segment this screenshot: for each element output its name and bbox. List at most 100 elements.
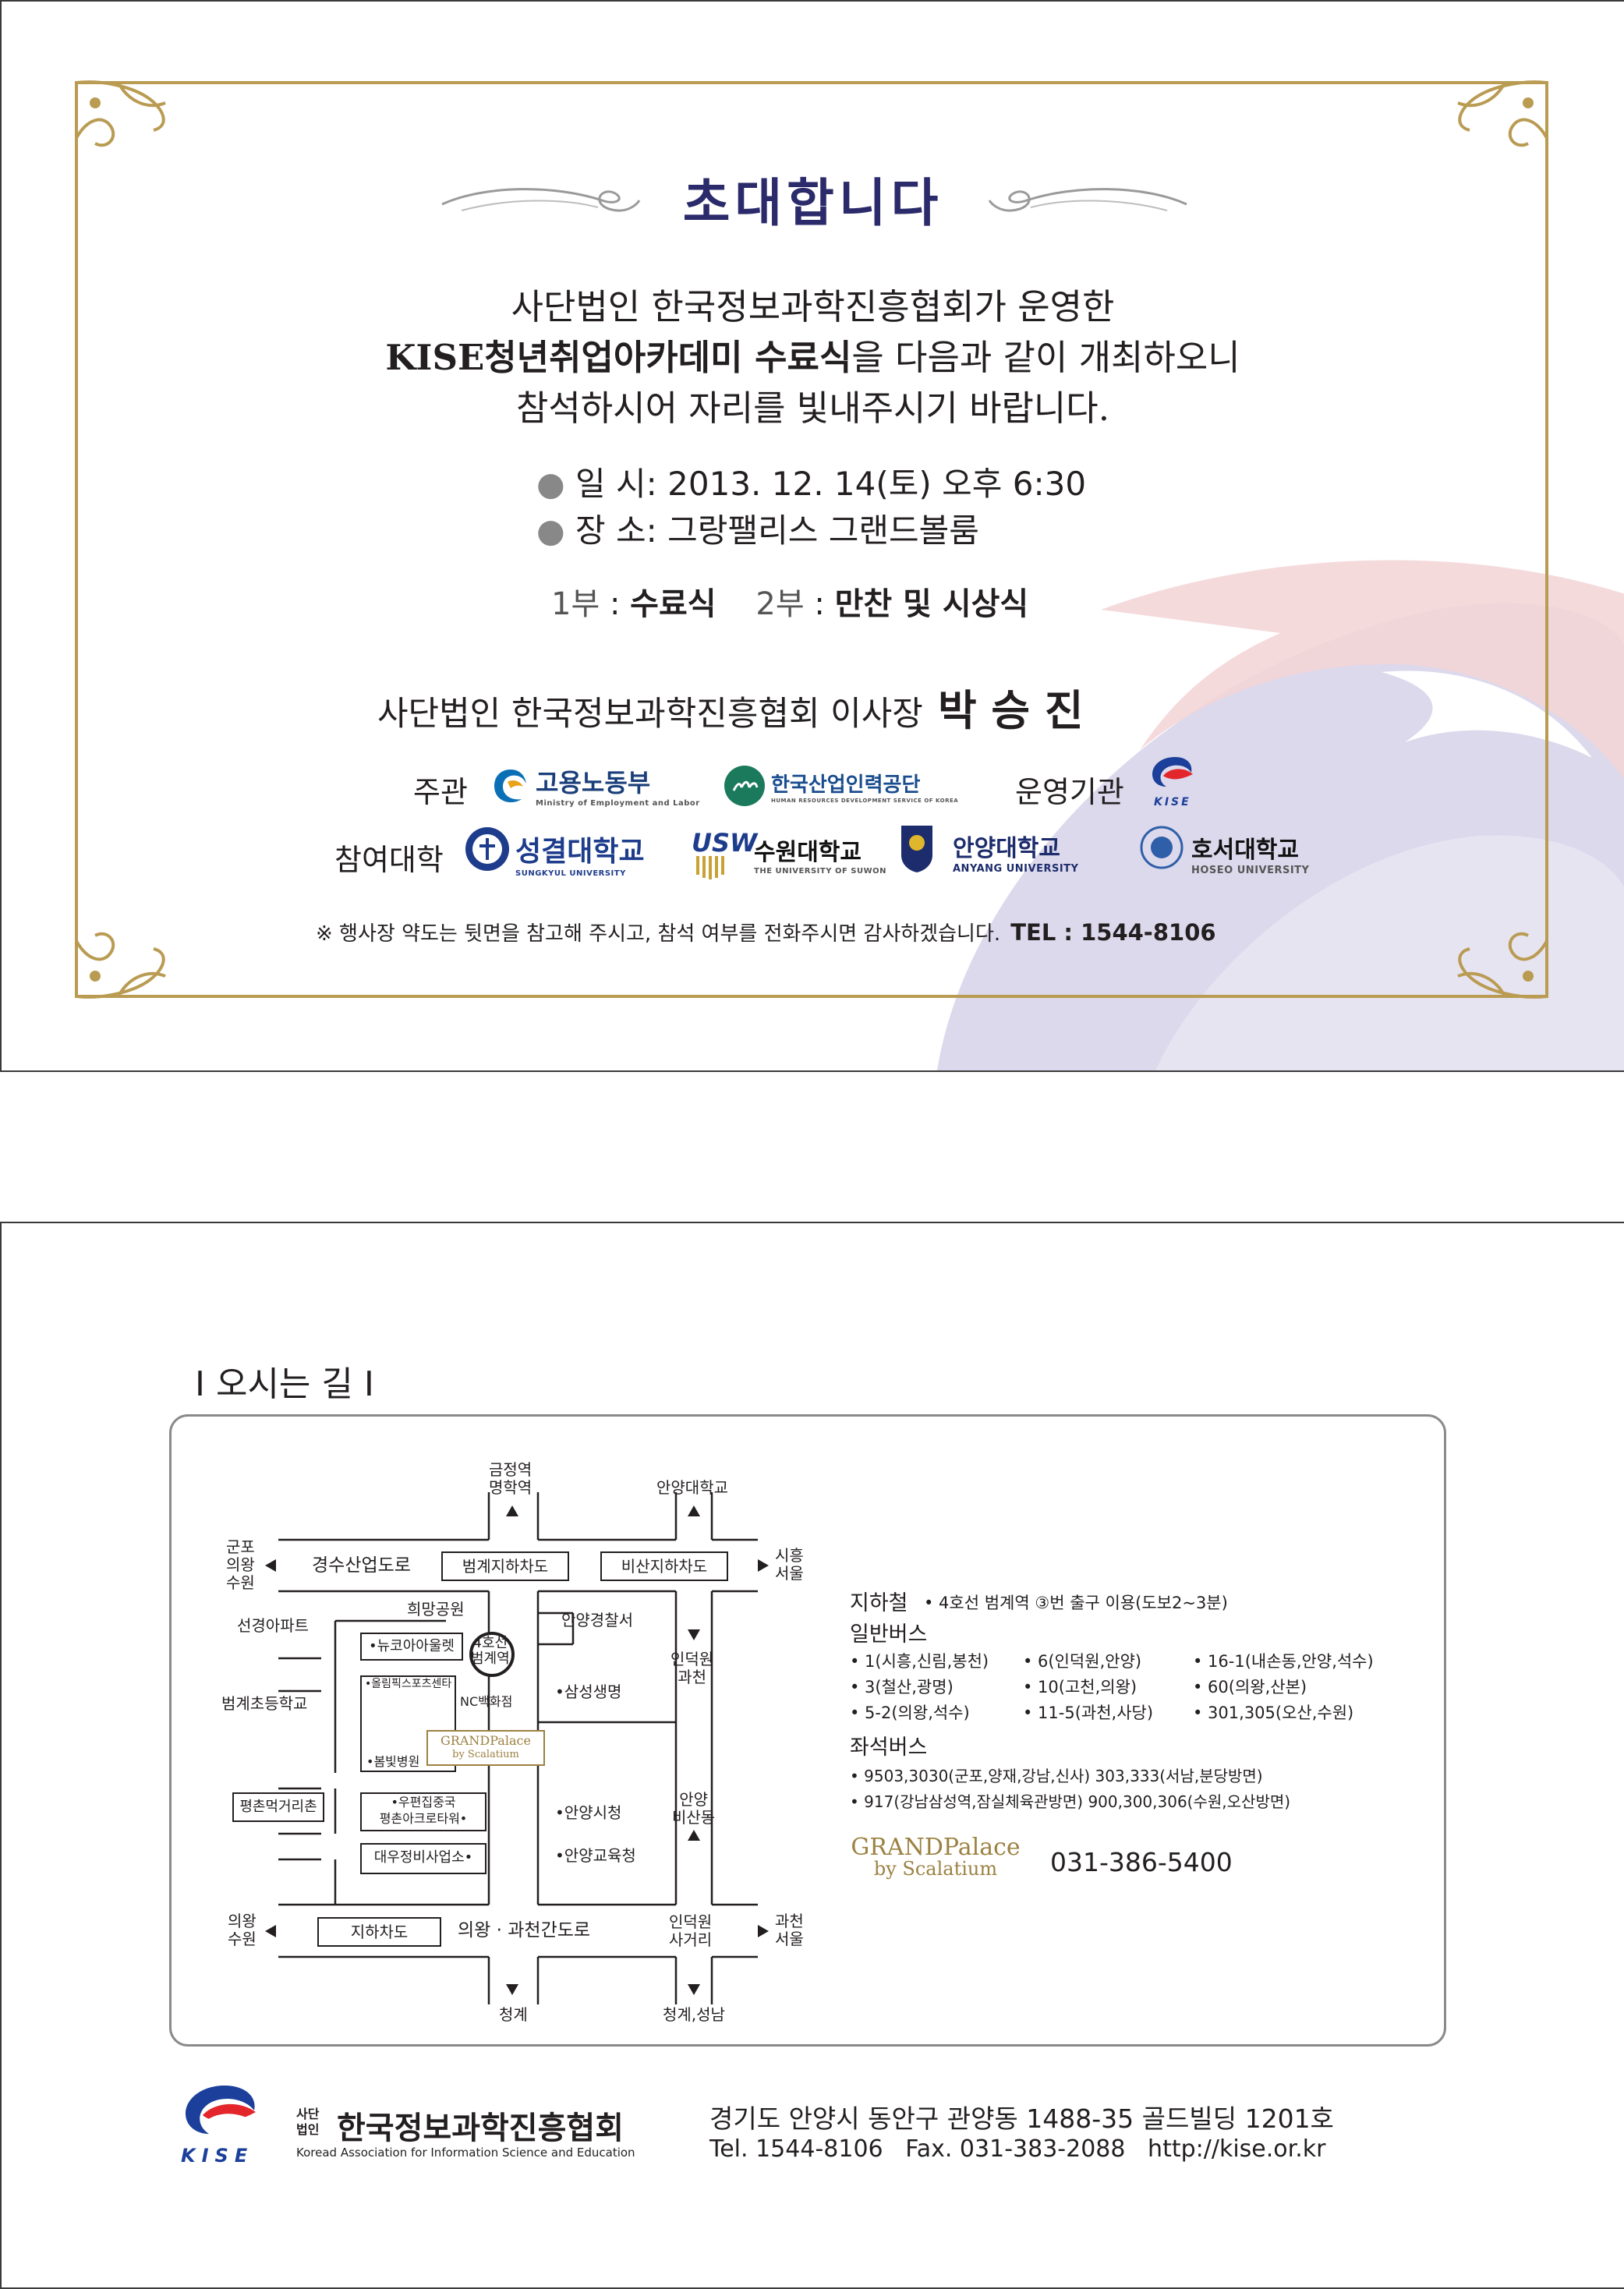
event-venue: ● 장 소: 그랑팰리스 그랜드볼룸 [536,511,979,550]
kise-footer-text: KISE [181,2145,254,2167]
host-name: 박 승 진 [937,685,1084,735]
suwon-stripes-icon [696,856,724,879]
kise-small-text: KISE [1154,796,1191,808]
hrdk-logo: 한국산업인력공단 HUMAN RESOURCES DEVELOPMENT SER… [723,764,972,819]
bus-route: • 16-1(내손동,안양,석수) [1193,1652,1374,1671]
invitation-tel: TEL : 1544-8106 [1010,919,1216,946]
bus-route: • 60(의왕,산본) [1193,1678,1307,1696]
bus-route: • 301,305(오산,수원) [1193,1703,1354,1722]
anyang-logo: 안양대학교 ANYANG UNIVERSITY [898,824,1093,879]
suwon-mark: USW [692,828,758,858]
host-prefix: 사단법인 한국정보과학진흥협회 이사장 [377,695,923,734]
grandpalace-brand-sub: by Scalatium [873,1858,998,1880]
map-park: 희망공원 [407,1600,465,1619]
venue-value: 그랑팰리스 그랜드볼룸 [667,511,979,550]
map-bottom-2: 청계,성남 [663,2005,725,2024]
host-line: 사단법인 한국정보과학진흥협회 이사장 박 승 진 [377,676,1084,738]
bus-route: • 5-2(의왕,석수) [850,1703,970,1722]
anyang-name: 안양대학교 [953,835,1060,862]
map-underpass-3: 지하차도 [317,1917,441,1947]
moel-name: 고용노동부 [536,768,651,798]
map-olympic-text: •올림픽스포츠센타 [365,1678,452,1690]
kise-emblem-icon [1152,757,1193,787]
map-outlet: •뉴코아아울렛 [360,1633,463,1661]
bullet-icon: ● [536,511,565,550]
map-daewoo: 대우정비사업소• [360,1843,486,1874]
invitation-line-1: 사단법인 한국정보과학진흥협회가 운영한 [511,286,1115,327]
bus-route: • 11-5(과천,사당) [1023,1703,1154,1722]
invitation-line-2: KISE청년취업아카데미 수료식을 다음과 같이 개최하오니 [2,329,1624,380]
directions-card: I 오시는 길 I [0,1222,1624,2289]
footer-address: 경기도 안양시 동안구 관양동 1488-35 골드빌딩 1201호 [709,2103,1334,2134]
suwon-sub: THE UNIVERSITY OF SUWON [754,867,886,876]
map-underpass-2: 비산지하차도 [600,1551,728,1581]
subway-text: • 4호선 범계역 ③번 출구 이용(도보2~3분) [924,1594,1228,1612]
academy-name: KISE청년취업아카데미 수료식 [385,337,852,378]
suwon-logo: USW 수원대학교 THE UNIVERSITY OF SUWON [692,828,886,883]
directions-title: I 오시는 길 I [195,1364,374,1404]
title-flourish-right [988,188,1187,212]
bus-route: • 1(시흥,신림,봉천) [850,1652,989,1671]
map-station-circle: 4호선 범계역 [471,1635,510,1667]
swirl-graphic [937,560,1624,1070]
kise-footer-logo: KISE [178,2081,279,2167]
bus-route: • 10(고천,의왕) [1023,1678,1138,1696]
seat-bus-label: 좌석버스 [850,1735,928,1760]
part2-value: 만찬 및 시상식 [834,586,1029,622]
sungkyul-name: 성결대학교 [515,836,645,868]
grandpalace-brand: GRANDPalace by Scalatium [850,1834,1021,1880]
invitation-note: ※ 행사장 약도는 뒷면을 참고해 주시고, 참석 여부를 전화주시면 감사하겠… [316,918,1216,946]
map-pyeongchon: 평촌먹거리촌 [232,1792,324,1822]
moel-logo: 고용노동부 Ministry of Employment and Labor [489,762,699,816]
part1-label: 1부 [551,586,600,622]
operator-label: 운영기관 [1015,775,1124,809]
invitation-title: 초대합니다 [682,172,943,233]
event-program: 1부 : 수료식 2부 : 만찬 및 시상식 [551,586,1029,622]
participants-label: 참여대학 [334,843,444,877]
sungkyul-sub: SUNGKYUL UNIVERSITY [515,869,626,878]
ornate-frame [75,80,1548,999]
bus-route: • 3(철산,광명) [850,1678,954,1696]
venue-label: 장 소 [575,511,646,550]
title-flourish-left [441,188,641,212]
bus-route: • 6(인덕원,안양) [1023,1652,1142,1671]
footer-contact: Tel. 1544-8106 Fax. 031-383-2088 http://… [709,2135,1326,2163]
map-cityhall: •안양시청 [555,1803,622,1822]
map-right-bottom: 과천 서울 [775,1912,804,1948]
date-value: 2013. 12. 14(토) 오후 6:30 [667,465,1087,503]
hoseo-emblem-icon [1140,826,1184,869]
grandpalace-phone: 031-386-5400 [1050,1847,1233,1877]
org-en: Koread Association for Information Scien… [296,2146,635,2160]
map-deokwon: 인덕원 과천 [670,1650,714,1686]
moel-emblem-icon [494,769,526,803]
hrdk-sub: HUMAN RESOURCES DEVELOPMENT SERVICE OF K… [771,798,959,804]
invitation-line-3: 참석하시어 자리를 빛내주시기 바랍니다. [515,387,1110,429]
hoseo-sub: HOSEO UNIVERSITY [1191,865,1310,876]
seat-bus-line-2: • 917(강남삼성역,잠실체육관방면) 900,300,306(수원,오산방면… [850,1792,1291,1811]
suwon-name: 수원대학교 [754,839,862,866]
hrdk-emblem-icon [724,766,765,806]
grandpalace-brand-name: GRANDPalace [851,1834,1021,1861]
map-road-top: 경수산업도로 [312,1555,411,1576]
map-grandpalace-sub: by Scalatium [452,1749,519,1760]
sungkyul-logo: 성결대학교 SUNGKYUL UNIVERSITY [464,826,682,880]
map-school: 범계초등학교 [221,1694,308,1713]
map-police: 안양경찰서 [561,1611,633,1629]
map-hospital: •봄빛병원 [366,1754,420,1769]
event-date: ● 일 시: 2013. 12. 14(토) 오후 6:30 [536,465,1087,503]
map-post: •우편집중국 평촌아크로타워• [360,1792,486,1831]
moel-sub: Ministry of Employment and Labor [536,799,700,808]
org-prefix: 사단 법인 [296,2107,320,2137]
part1-value: 수료식 [630,586,716,622]
kise-emblem-icon [186,2086,256,2134]
map-bottom-1: 청계 [499,2005,528,2024]
map-education: •안양교육청 [555,1846,636,1865]
org-name: 한국정보과학진흥협회 [337,2110,624,2146]
part2-label: 2부 [755,586,805,622]
anyang-emblem-icon [901,826,932,872]
invitation-card: 초대합니다 사단법인 한국정보과학진흥협회가 운영한 KISE청년취업아카데미 … [0,0,1624,1072]
map-grandpalace-name: GRANDPalace [440,1733,531,1748]
map-grandpalace-sign: GRANDPalace by Scalatium [426,1730,545,1766]
hrdk-name: 한국산업인력공단 [771,773,921,797]
directions-panel [169,1414,1446,2047]
